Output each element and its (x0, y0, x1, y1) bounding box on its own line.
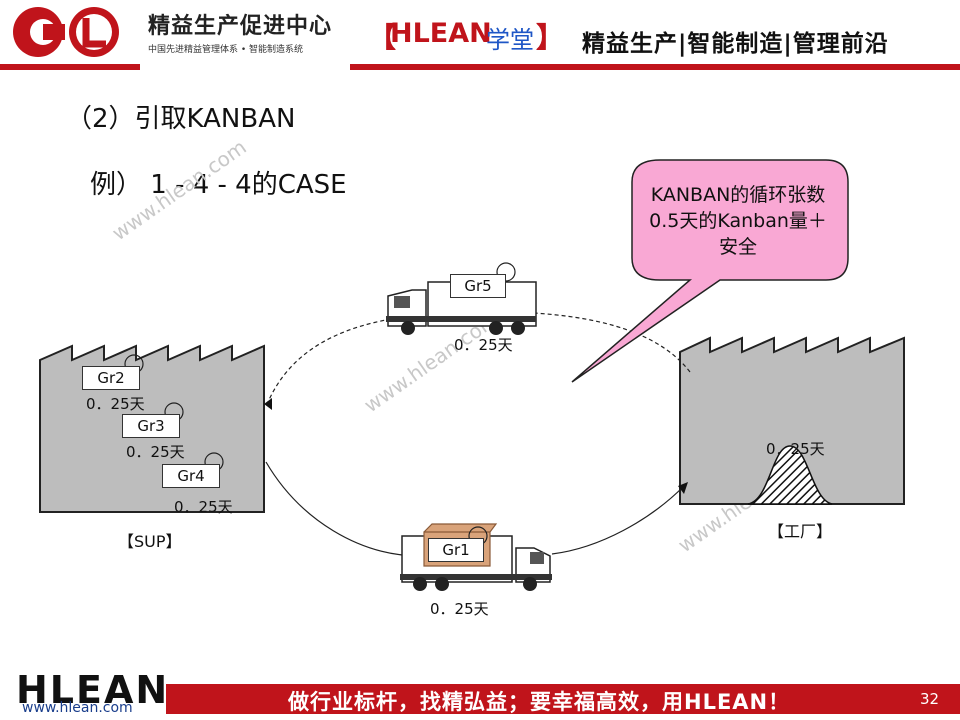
kanban-qty-gr4: 0．25天 (174, 498, 233, 516)
footer-bar (166, 684, 960, 714)
supplier-label: 【SUP】 (118, 532, 182, 551)
header-bracket-open: 【 (368, 21, 397, 54)
footer-logo: HLEAN (16, 668, 170, 712)
page-number: 32 (920, 690, 940, 708)
header-bracket-close: 】 (536, 21, 565, 54)
factory-stock-mound (747, 445, 833, 505)
kanban-qty-gr3: 0．25天 (126, 443, 185, 461)
factory-qty: 0．25天 (766, 440, 825, 458)
callout-bubble (571, 159, 849, 383)
footer-url[interactable]: www.hlean.com (22, 700, 133, 716)
truck-upper-icon (386, 281, 537, 335)
kanban-box-gr5: Gr5 (450, 274, 506, 298)
section-title: （2）引取KANBAN (66, 104, 296, 134)
kanban-qty-gr1: 0．25天 (430, 600, 489, 618)
factory-label: 【工厂】 (768, 522, 833, 541)
header-brand: HLEAN (390, 18, 492, 49)
header-divider-gap (140, 64, 350, 70)
delivery-flow-solid (265, 461, 685, 557)
header-tagline: 精益生产|智能制造|管理前沿 (582, 31, 889, 57)
footer-slogan: 做行业标杆，找精弘益；要幸福高效，用HLEAN！ (288, 690, 791, 714)
arrow-head-right-icon (678, 482, 688, 494)
callout-text: KANBAN的循环张数0.5天的Kanban量＋安全 (649, 184, 827, 258)
hlean-logo-icon (13, 7, 119, 57)
header-divider (0, 64, 960, 70)
example-title: 例） 1 - 4 - 4的CASE (90, 170, 347, 200)
org-subtitle: 中国先进精益管理体系 • 智能制造系统 (148, 45, 304, 55)
kanban-qty-gr5: 0．25天 (454, 336, 513, 354)
kanban-box-gr3: Gr3 (122, 414, 180, 438)
kanban-box-gr4: Gr4 (162, 464, 220, 488)
factory-building (679, 336, 905, 505)
kanban-box-gr2: Gr2 (82, 366, 140, 390)
kanban-circle-icon (496, 262, 516, 282)
kanban-qty-gr2: 0．25天 (86, 395, 145, 413)
arrow-head-left-icon (264, 398, 272, 410)
kanban-box-gr1: Gr1 (428, 538, 484, 562)
header-brand-suffix: 学堂 (486, 26, 534, 54)
org-name: 精益生产促进中心 (148, 14, 333, 39)
